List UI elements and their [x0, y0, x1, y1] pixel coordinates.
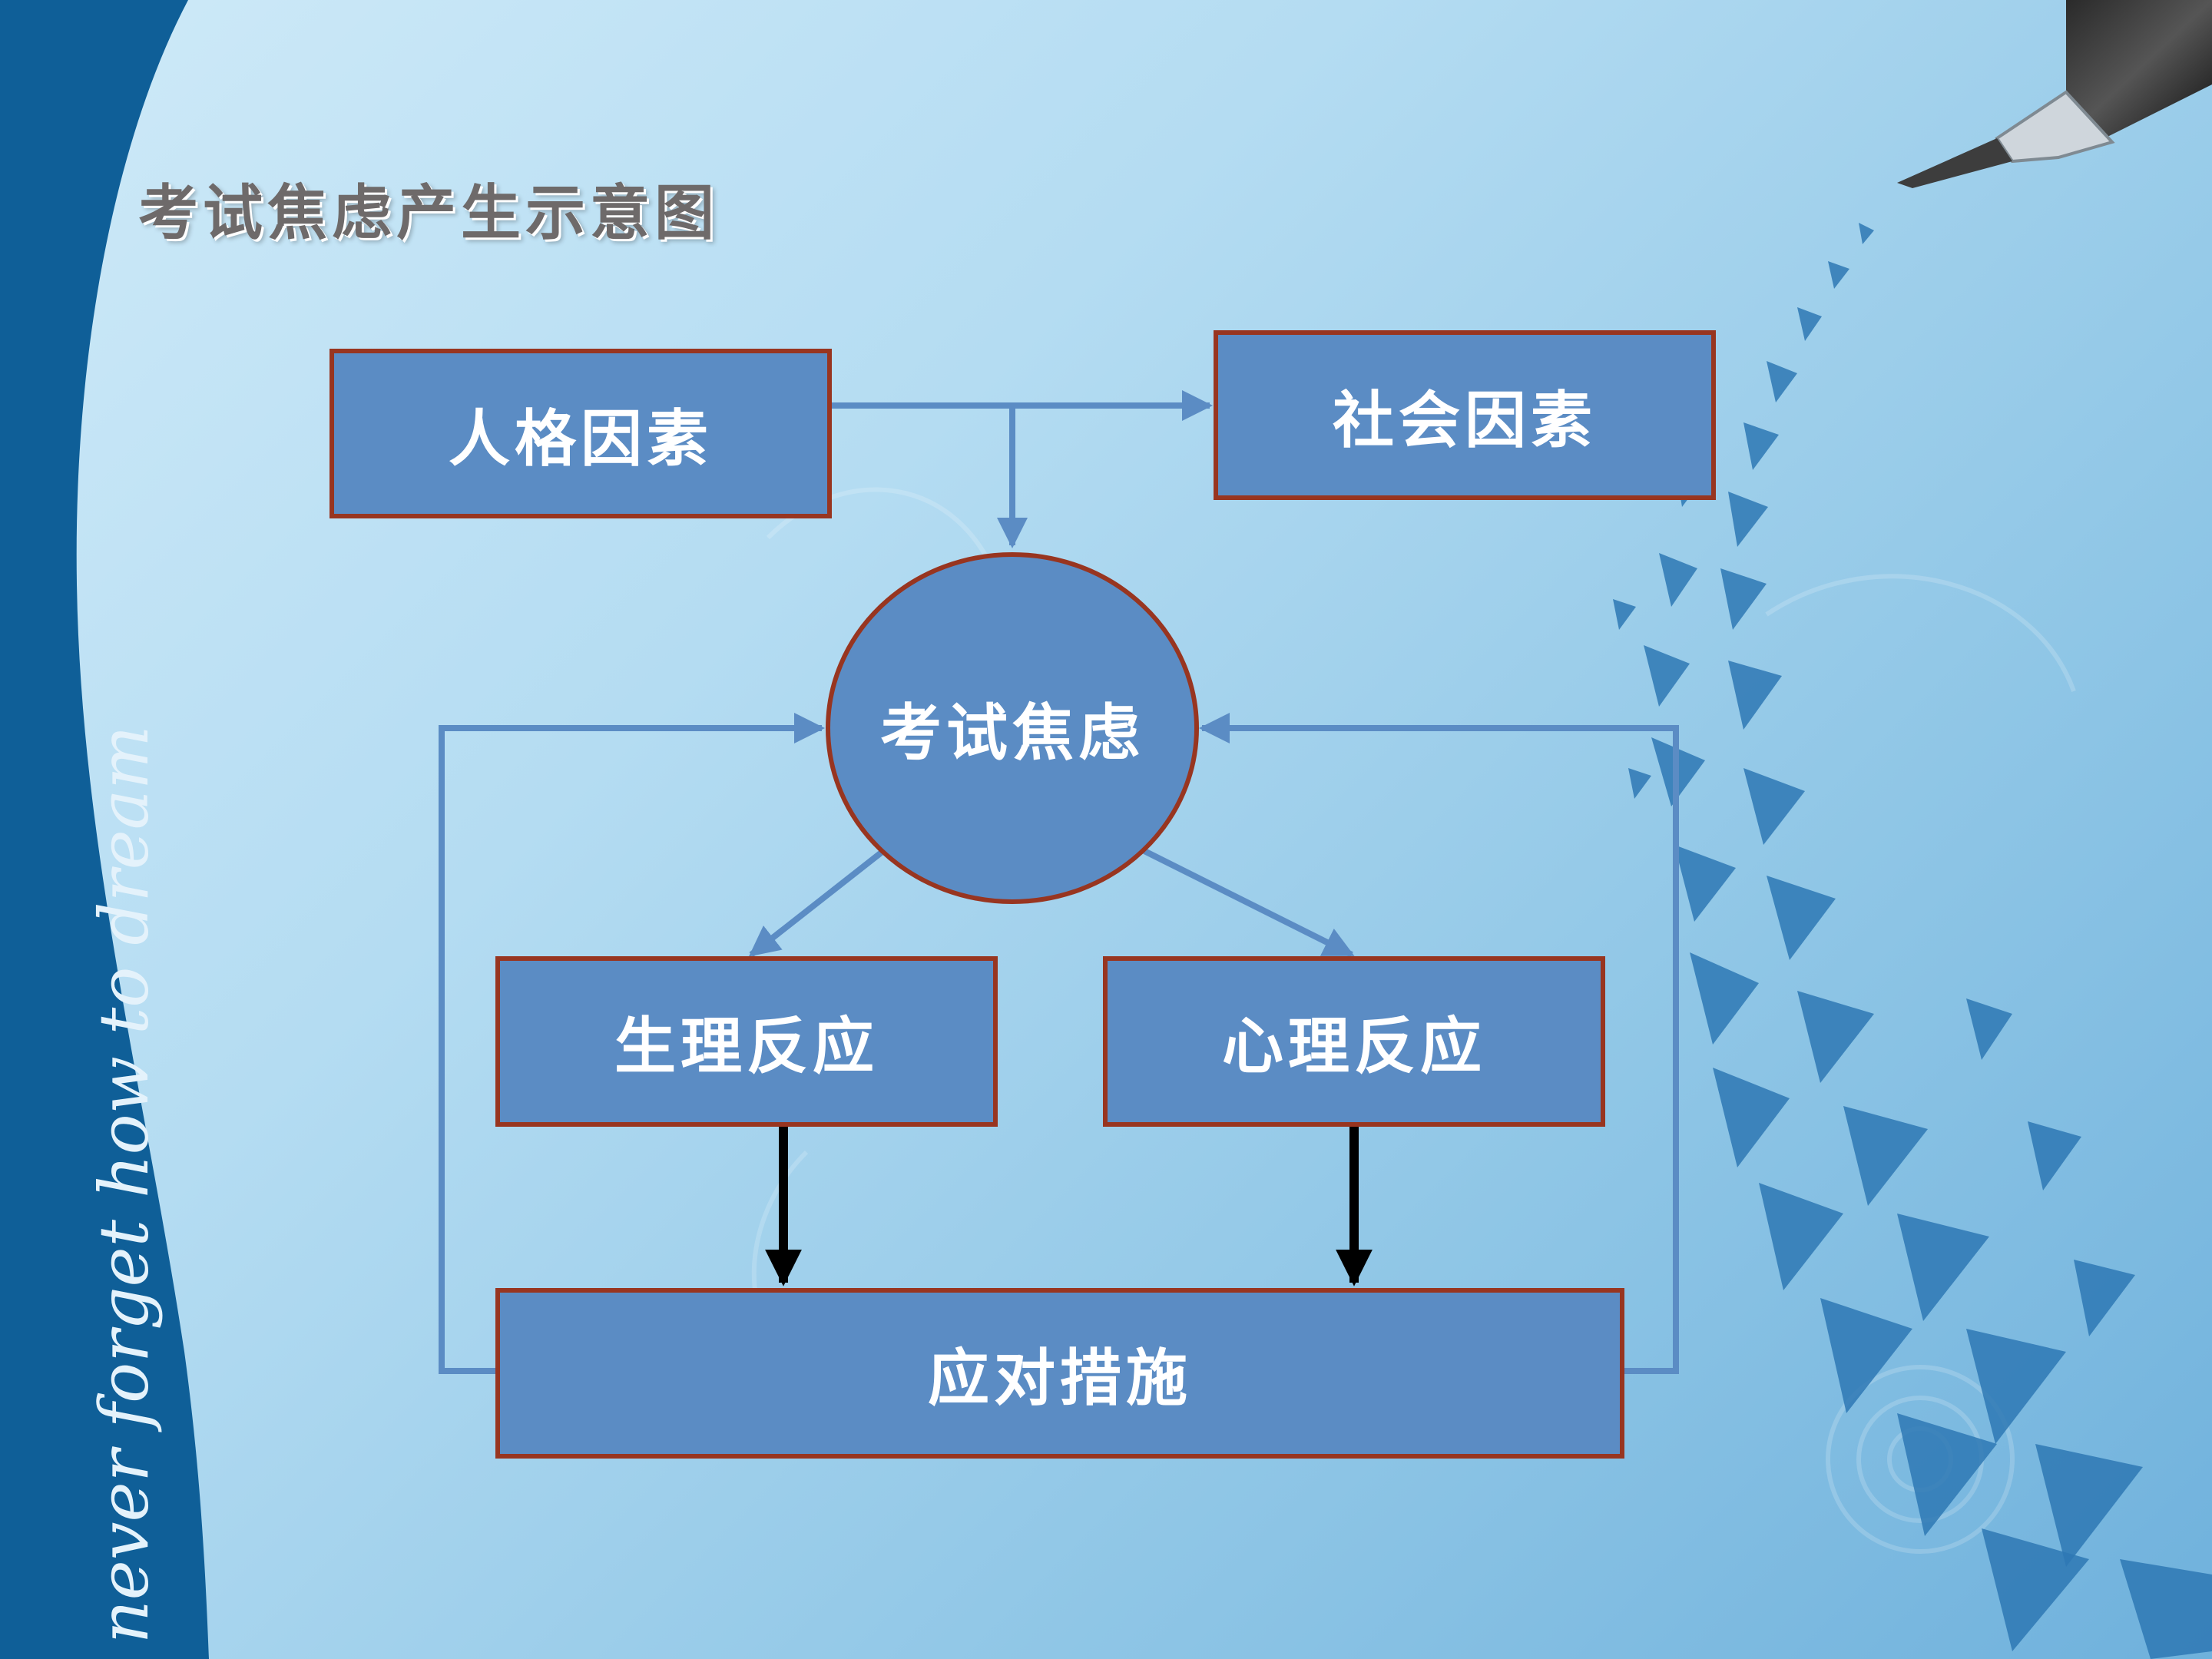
- slide-title: 考试焦虑产生示意图: [138, 179, 720, 248]
- node-personality-box: [329, 349, 832, 518]
- connector-anxiety-to-psychological: [1143, 848, 1355, 958]
- node-social-box: [1214, 330, 1716, 500]
- node-coping-box: [495, 1288, 1624, 1459]
- node-psychological-box: [1103, 956, 1605, 1127]
- connector-coping-right-loop: [1199, 713, 1679, 1374]
- left-band: [0, 0, 209, 1659]
- connector-anxiety-to-physiological: [748, 848, 886, 958]
- triangle-splash: [1613, 223, 2212, 1659]
- connector-coping-left-loop: [439, 713, 825, 1374]
- node-anxiety-circle: [826, 552, 1199, 904]
- node-physiological-box: [495, 956, 998, 1127]
- pen-icon: [1897, 0, 2212, 188]
